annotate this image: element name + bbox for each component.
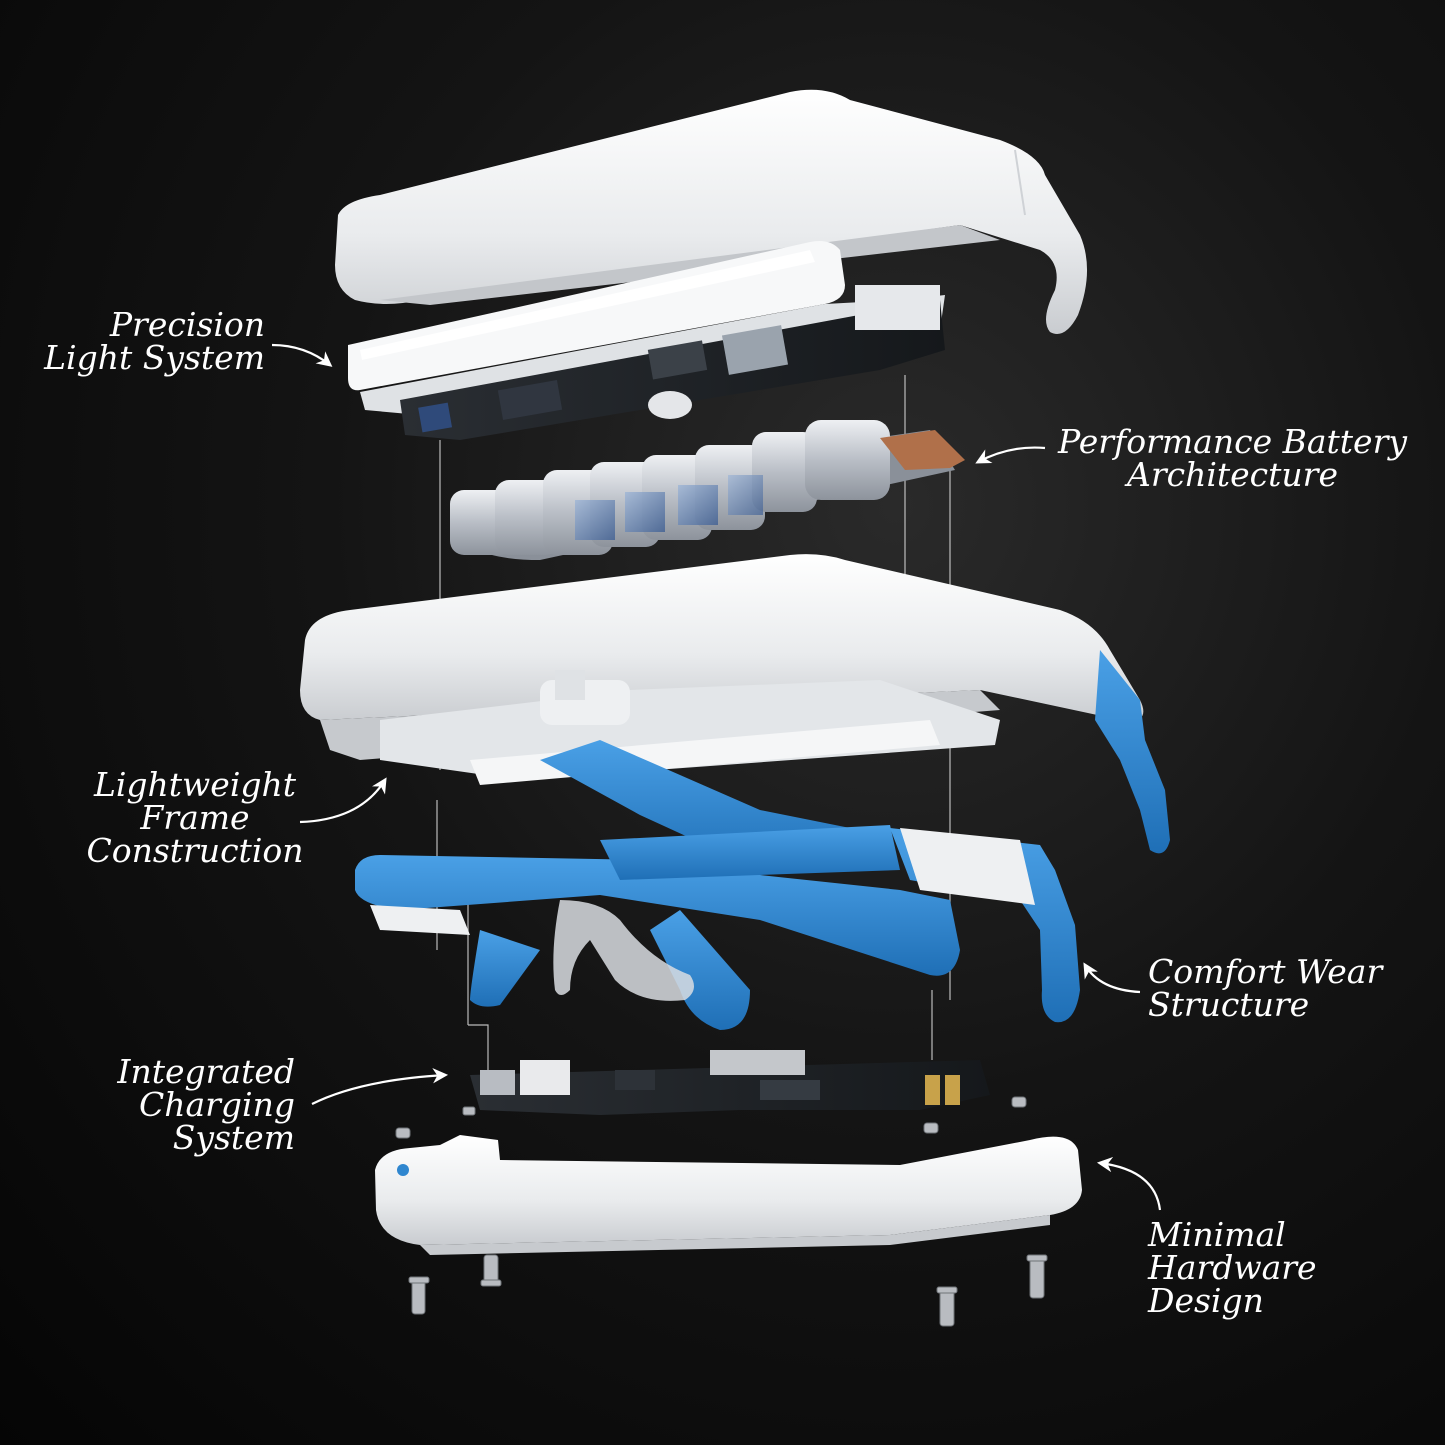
callout-lightweight-frame-construction: Lightweight Frame Construction xyxy=(70,768,320,867)
comfort-arms xyxy=(355,740,1080,1030)
screw-icon xyxy=(1011,1096,1027,1108)
top-shell xyxy=(335,89,1088,334)
callout-precision-light-system: Precision Light System xyxy=(40,308,265,374)
battery-pack xyxy=(450,420,965,560)
battery-cells xyxy=(450,420,890,555)
callout-performance-battery-architecture: Performance Battery Architecture xyxy=(1045,425,1420,491)
screw-icon xyxy=(408,1276,430,1315)
callout-line: Precision xyxy=(109,305,265,344)
curved-arrow-icon xyxy=(311,1068,449,1105)
callout-arrows xyxy=(271,343,1162,1211)
callout-line: Construction xyxy=(86,831,304,870)
callout-line: Hardware xyxy=(1148,1248,1317,1287)
callout-line: Design xyxy=(1148,1281,1264,1320)
callout-line: Frame xyxy=(140,798,250,837)
curved-arrow-icon xyxy=(299,777,387,824)
curved-arrow-icon xyxy=(1083,962,1141,994)
callout-line: Minimal xyxy=(1148,1215,1286,1254)
curved-arrow-icon xyxy=(975,446,1046,464)
callout-line: Integrated xyxy=(117,1052,295,1091)
callout-line: Performance Battery xyxy=(1058,422,1407,461)
callout-comfort-wear-structure: Comfort Wear Structure xyxy=(1148,955,1408,1021)
screw-icon xyxy=(936,1286,958,1327)
callout-integrated-charging-system: Integrated Charging System xyxy=(90,1055,295,1154)
callout-line: System xyxy=(172,1118,295,1157)
callout-line: Light System xyxy=(44,338,265,377)
callout-line: Lightweight xyxy=(93,765,297,804)
screw-icon xyxy=(480,1254,502,1287)
callout-line: Comfort Wear xyxy=(1148,952,1383,991)
bottom-shell xyxy=(375,1135,1082,1255)
callout-line: Charging xyxy=(138,1085,295,1124)
screws xyxy=(395,1096,1048,1327)
charging-pcb xyxy=(470,1050,990,1115)
callout-line: Structure xyxy=(1148,985,1310,1024)
curved-arrow-icon xyxy=(271,343,333,367)
main-frame xyxy=(300,554,1170,854)
screw-icon xyxy=(1026,1254,1048,1299)
screw-icon xyxy=(462,1106,476,1116)
light-module xyxy=(348,241,945,440)
curved-arrow-icon xyxy=(1096,1156,1162,1211)
screw-icon xyxy=(395,1127,411,1139)
screw-icon xyxy=(923,1122,939,1134)
callout-line: Architecture xyxy=(1127,455,1338,494)
callout-minimal-hardware-design: Minimal Hardware Design xyxy=(1148,1218,1348,1317)
